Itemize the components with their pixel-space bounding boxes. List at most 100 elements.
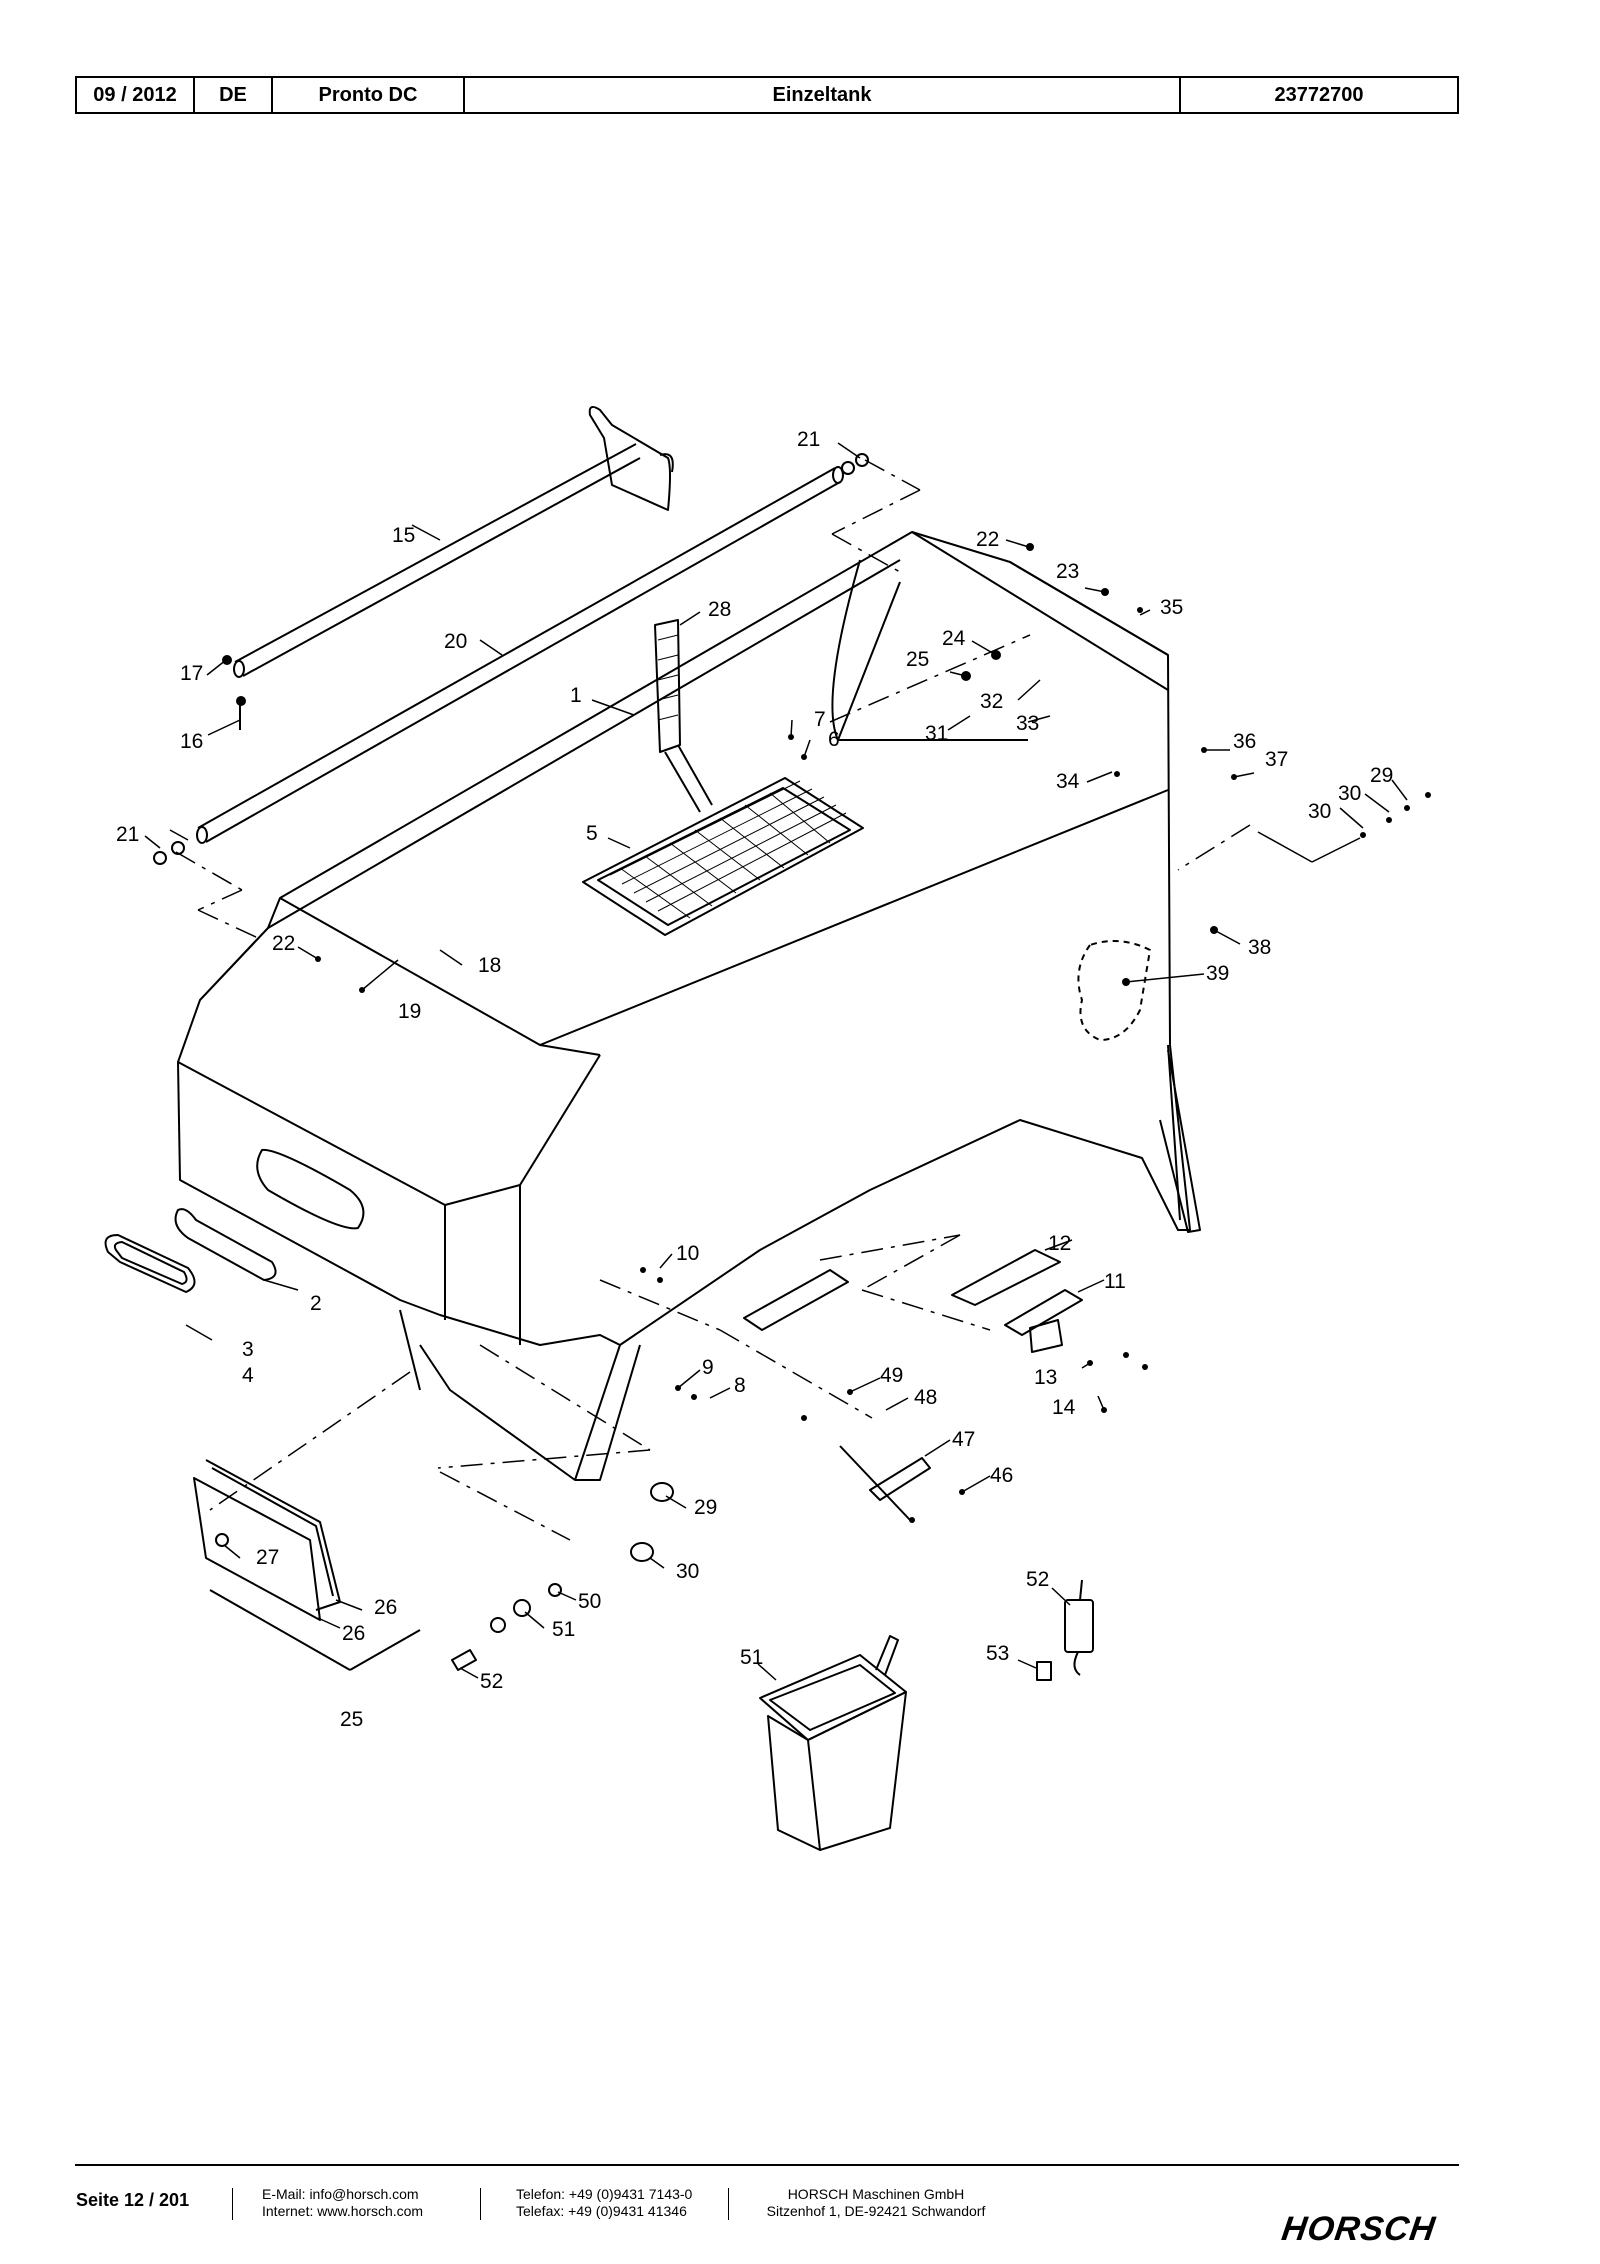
fasteners [315,543,1431,1523]
pins-16-17 [222,655,246,730]
callout-43: 39 [1206,962,1229,985]
callout-6: 6 [828,728,840,751]
callout-21a: 21 [797,428,820,451]
footer: Seite 12 / 201 E-Mail: info@horsch.com I… [0,2178,1600,2238]
seal-3 [104,1234,196,1293]
callout-3: 3 [242,1338,254,1361]
callout-52-label: 52 [1026,1568,1050,1591]
callout-30-lower-label: 30 [676,1560,700,1583]
callout-2: 2 [310,1292,322,1315]
callout-28: 26 [342,1622,365,1645]
bracket-45 [869,1457,931,1501]
callout-24: 24 [942,627,966,650]
part-11 [1004,1289,1083,1353]
callout-37: 33 [1016,712,1039,735]
footer-street: Sitzenhof 1, DE-92421 Schwandorf [766,2203,986,2219]
footer-contact-phone: Telefon: +49 (0)9431 7143-0 Telefax: +49… [516,2186,692,2220]
callout-46: 48 [914,1386,937,1409]
callout-15: 15 [392,524,415,547]
callout-14: 14 [1052,1396,1076,1419]
callout-44: 46 [990,1464,1013,1487]
callout-10: 10 [676,1242,699,1265]
footer-company: HORSCH Maschinen GmbH [787,2186,965,2202]
callout-53: 53 [986,1642,1009,1665]
footer-phone: Telefon: +49 (0)9431 7143-0 [516,2186,693,2202]
footer-separator [728,2188,729,2220]
callout-8: 8 [734,1374,746,1397]
callout-34: 30 [1308,800,1331,823]
callout-35: 31 [925,722,948,745]
callout-1: 1 [570,684,582,707]
footer-separator [232,2188,233,2220]
callout-13: 13 [1034,1366,1057,1389]
rod-20 [196,466,844,844]
header-table: 09 / 2012 DE Pronto DC Einzeltank 237727… [75,76,1459,114]
cap-30-upper [650,1482,674,1502]
callouts [144,442,1408,1681]
callout-51-label: 51 [740,1646,764,1669]
cap-30-lower [630,1542,654,1562]
callout-42: 38 [1248,936,1271,959]
assembly-lines [175,459,1251,1541]
callout-45: 47 [952,1428,975,1451]
callout-22b: 22 [272,932,295,955]
bolt-stack [451,1583,562,1671]
callout-41: 37 [1265,748,1288,771]
callout-4: 4 [242,1364,254,1387]
header-part-number: 23772700 [1274,83,1364,106]
callout-32: 29 [1370,764,1393,787]
part-53 [1036,1661,1052,1681]
callout-48: 50 [578,1590,601,1613]
callout-38: 34 [1056,770,1080,793]
callout-12: 12 [1048,1232,1071,1255]
scale-52 [1064,1579,1094,1676]
callout-23: 23 [1056,560,1079,583]
part-12 [951,1249,1061,1306]
header-model: Pronto DC [273,78,465,112]
callout-22a: 22 [976,528,999,551]
footer-contact-web: E-Mail: info@horsch.com Internet: www.ho… [262,2186,423,2220]
callout-11: 11 [1104,1270,1126,1293]
plate-2 [174,1208,277,1281]
ladder-31 [654,619,713,813]
header-language: DE [195,78,273,112]
callout-16: 16 [180,730,203,753]
frame-leg [1159,1049,1201,1233]
header-date: 09 / 2012 [77,78,195,112]
slide-part [743,1269,849,1331]
callout-17: 17 [180,662,203,685]
callout-50: 52 [480,1670,503,1693]
callout-19: 19 [398,1000,421,1023]
callout-49: 51 [552,1618,575,1641]
callout-25: 25 [906,648,929,671]
door-bracket [209,1589,351,1671]
hanger-bracket [588,405,671,511]
footer-fax: Telefax: +49 (0)9431 41346 [516,2203,687,2219]
footer-separator [480,2188,481,2220]
dashed-outline [1077,940,1151,1041]
callout-7: 7 [814,708,826,731]
callout-47: 49 [880,1364,903,1387]
callout-9: 9 [702,1356,714,1379]
callout-40: 36 [1233,730,1256,753]
callout-30-upper-label: 29 [694,1496,718,1519]
callout-20: 20 [444,630,467,653]
callout-5: 5 [586,822,598,845]
callout-labels: 21 21 22 22 23 35 24 25 32 33 31 34 36 3… [116,428,1393,1693]
callout-lines-misc [1257,831,1361,863]
callout-18: 18 [478,954,501,977]
bucket-51 [759,1635,907,1851]
callout-33: 30 [1338,782,1361,805]
callout-27-label: 26 [374,1596,398,1619]
sieve-5 [582,777,864,936]
footer-email: E-Mail: info@horsch.com [262,2186,419,2202]
callout-21b: 21 [116,823,139,846]
callout-39: 35 [1160,596,1183,619]
footer-address: HORSCH Maschinen GmbH Sitzenhof 1, DE-92… [766,2186,986,2220]
callout-31: 28 [708,598,731,621]
callout-26-label: 25 [340,1708,364,1731]
footer-rule [75,2164,1459,2166]
rod-fasteners [153,453,869,865]
callout-36: 32 [980,690,1003,713]
